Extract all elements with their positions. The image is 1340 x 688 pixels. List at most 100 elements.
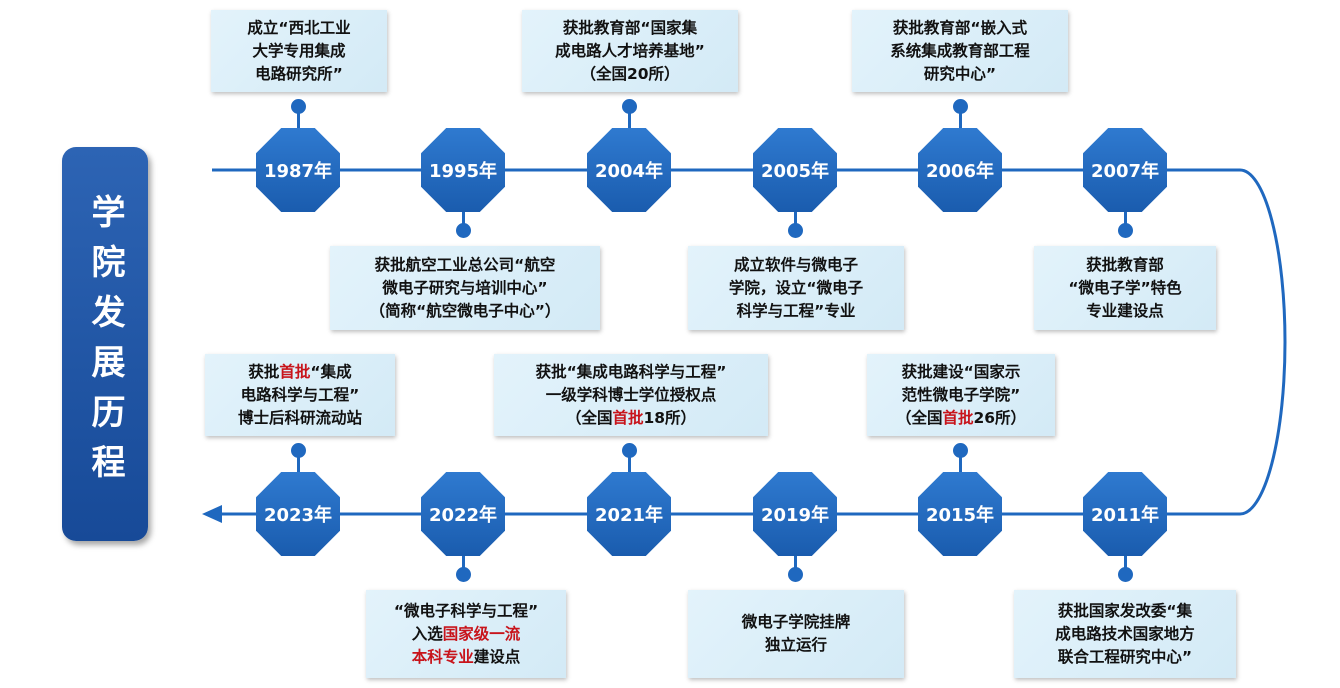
connector-stem-2004 [627,106,631,130]
year-node-2006: 2006年 [918,128,1002,212]
event-description-line: 专业建设点 [1068,300,1181,323]
event-text: 一级学科博士学位授权点 [545,385,717,404]
event-description-line: 学院，设立“微电子 [729,277,863,300]
event-card-2007: 获批教育部 “微电子学”特色专业建设点 [1034,246,1216,330]
event-text: 获批航空工业总公司“航空 [374,255,556,274]
event-card-2022: “微电子科学与工程”入选国家级一流本科专业建设点 [366,590,566,678]
event-description-line: 独立运行 [742,634,851,657]
year-node-2015: 2015年 [918,472,1002,556]
event-description-line: （全国首批18所） [536,407,727,430]
event-description-line: 获批“集成电路科学与工程” [536,361,727,384]
event-card-2019: 微电子学院挂牌独立运行 [688,590,904,678]
event-text: 电路科学与工程” [240,385,360,404]
year-label: 2006年 [925,161,995,182]
event-text: （全国 [895,408,943,427]
event-description-line: （全国20所） [555,63,705,86]
event-description-line: 博士后科研流动站 [238,407,362,430]
event-description: 获批教育部“国家集成电路人才培养基地” （全国20所） [555,17,705,86]
event-text: 获批教育部“国家集 [562,18,698,37]
event-text: 研究中心” [923,64,997,83]
event-text: 获批“集成电路科学与工程” [535,362,727,381]
event-description-line: 微电子研究与培训中心” [370,277,561,300]
year-label: 2022年 [428,505,498,526]
event-card-2004: 获批教育部“国家集成电路人才培养基地” （全国20所） [522,10,738,92]
event-description-line: 成电路人才培养基地” [555,40,705,63]
event-card-2023: 获批首批“集成电路科学与工程” 博士后科研流动站 [205,354,395,436]
event-description: 获批国家发改委“集成电路技术国家地方联合工程研究中心” [1055,600,1195,669]
event-description-line: 范性微电子学院” [896,384,1026,407]
event-text: 成立软件与微电子 [733,255,858,274]
connector-dot-1995 [455,222,471,238]
year-node-2005: 2005年 [753,128,837,212]
event-text: 成立“西北工业 [247,18,351,37]
event-description-line: 微电子学院挂牌 [742,611,851,634]
event-description-line: 成电路技术国家地方 [1055,623,1195,646]
year-node-2011: 2011年 [1083,472,1167,556]
year-node-2019: 2019年 [753,472,837,556]
event-text: 获批国家发改委“集 [1057,601,1193,620]
year-label: 2019年 [760,505,830,526]
event-text: 微电子研究与培训中心” [382,278,548,297]
year-label: 1987年 [263,161,333,182]
event-description-line: 电路科学与工程” [238,384,362,407]
event-text: （全国20所） [580,64,680,83]
event-text: 独立运行 [764,636,827,654]
highlight-text: 首批 [612,408,644,427]
connector-stem-2007 [1123,210,1127,230]
event-text: 入选 [411,624,443,643]
timeline-line [212,168,1287,516]
event-card-2006: 获批教育部“嵌入式系统集成教育部工程研究中心” [852,10,1068,92]
event-text: “集成 [310,362,352,381]
connector-stem-2019 [793,554,797,574]
connector-stem-2022 [461,554,465,574]
event-description: 成立软件与微电子学院，设立“微电子科学与工程”专业 [729,254,863,323]
event-text: “微电子学”特色 [1068,278,1182,297]
event-text: “微电子科学与工程” [393,601,539,620]
event-description: “微电子科学与工程”入选国家级一流本科专业建设点 [394,600,538,669]
event-description-line: 成立软件与微电子 [729,254,863,277]
event-description-line: 获批教育部 [1068,254,1181,277]
connector-stem-2021 [627,450,631,474]
event-text: 18所） [643,408,697,427]
highlight-text: 首批 [279,362,311,381]
year-node-2007: 2007年 [1083,128,1167,212]
event-text: 获批教育部 [1086,255,1164,274]
event-text: 成电路人才培养基地” [555,41,705,60]
year-node-1995: 1995年 [421,128,505,212]
year-label: 2004年 [594,161,664,182]
section-title: 学院发展历程 [85,194,125,494]
connector-stem-2011 [1123,554,1127,574]
event-description-line: 获批航空工业总公司“航空 [370,254,561,277]
event-description-line: 成立“西北工业 [247,17,350,40]
event-text: 获批建设“国家示 [901,362,1021,381]
year-node-2022: 2022年 [421,472,505,556]
event-description-line: 入选国家级一流 [394,623,538,646]
event-description: 获批航空工业总公司“航空微电子研究与培训中心” （简称“航空微电子中心”） [370,254,561,323]
connector-dot-2023 [290,442,306,458]
event-description-line: 获批教育部“嵌入式 [890,17,1030,40]
connector-dot-2006 [952,98,968,114]
event-text: （全国 [565,408,613,427]
event-card-1995: 获批航空工业总公司“航空微电子研究与培训中心” （简称“航空微电子中心”） [330,246,600,330]
connector-dot-2011 [1117,566,1133,582]
connector-dot-2005 [787,222,803,238]
event-card-2015: 获批建设“国家示范性微电子学院”（全国首批26所） [867,354,1055,436]
event-description: 获批“集成电路科学与工程” 一级学科博士学位授权点 （全国首批18所） [536,361,727,430]
event-description-line: 一级学科博士学位授权点 [536,384,727,407]
event-description-line: 科学与工程”专业 [729,300,863,323]
event-description-line: 电路研究所” [247,63,350,86]
event-description: 微电子学院挂牌独立运行 [742,611,851,657]
event-description-line: （全国首批26所） [896,407,1026,430]
event-description-line: 获批首批“集成 [238,361,362,384]
highlight-text: 本科专业 [411,647,474,666]
connector-dot-2004 [621,98,637,114]
event-text: （简称“航空微电子中心”） [369,301,561,320]
event-description-line: “微电子学”特色 [1068,277,1181,300]
event-description-line: 获批教育部“国家集 [555,17,705,40]
section-title-box: 学院发展历程 [62,147,148,541]
event-description: 获批首批“集成电路科学与工程” 博士后科研流动站 [238,361,362,430]
highlight-text: 首批 [942,408,974,427]
year-node-2023: 2023年 [256,472,340,556]
year-node-2021: 2021年 [587,472,671,556]
event-description: 获批建设“国家示范性微电子学院”（全国首批26所） [896,361,1026,430]
